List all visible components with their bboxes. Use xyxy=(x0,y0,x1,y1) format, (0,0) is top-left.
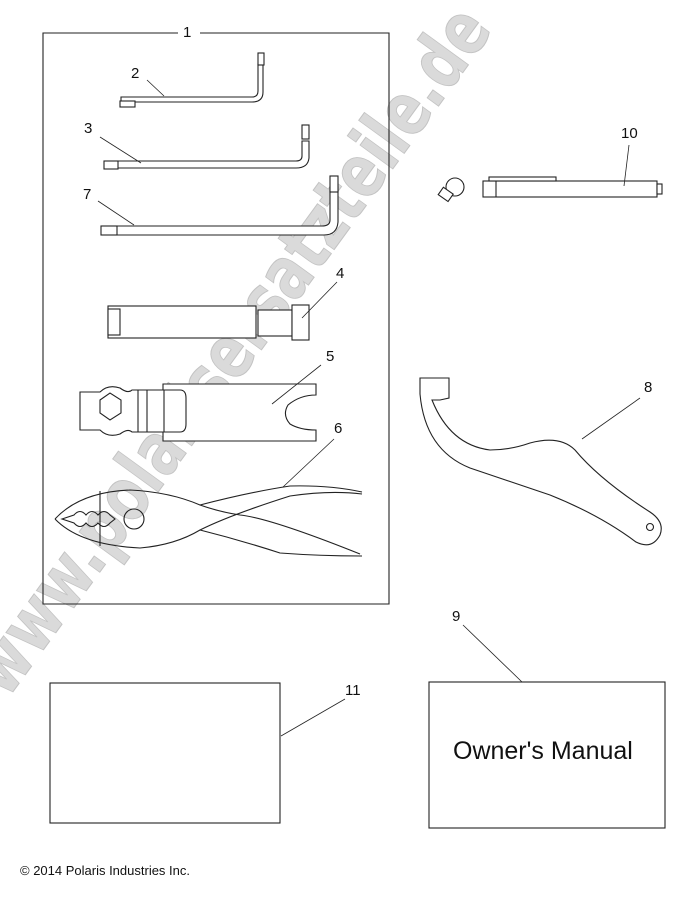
pliers: 6 xyxy=(54,420,363,557)
callout-3: 3 xyxy=(84,120,92,137)
callout-5: 5 xyxy=(326,348,334,365)
callout-11: 11 xyxy=(345,682,361,699)
spark-plug-tool: 10 xyxy=(437,125,663,203)
spanner-wrench: 5 xyxy=(79,348,334,442)
copyright-notice: © 2014 Polaris Industries Inc. xyxy=(20,863,190,878)
hex-key-small: 2 xyxy=(119,52,265,108)
owners-manual-title: Owner's Manual xyxy=(453,737,633,765)
callout-1: 1 xyxy=(183,24,191,41)
callout-9: 9 xyxy=(452,608,460,625)
hex-key-large: 7 xyxy=(83,175,339,236)
callout-8: 8 xyxy=(644,379,652,396)
owners-manual: Owner's Manual 9 xyxy=(428,608,666,829)
hex-key-medium: 3 xyxy=(84,120,310,170)
callout-10: 10 xyxy=(621,125,638,142)
kit-box: 1 xyxy=(42,24,390,605)
callout-2: 2 xyxy=(131,65,139,82)
hook-wrench: 8 xyxy=(419,377,662,546)
callout-4: 4 xyxy=(336,265,344,282)
callout-7: 7 xyxy=(83,186,91,203)
spark-plug-socket: 4 xyxy=(107,265,344,341)
decal-card: 11 xyxy=(49,682,361,824)
callout-6: 6 xyxy=(334,420,342,437)
